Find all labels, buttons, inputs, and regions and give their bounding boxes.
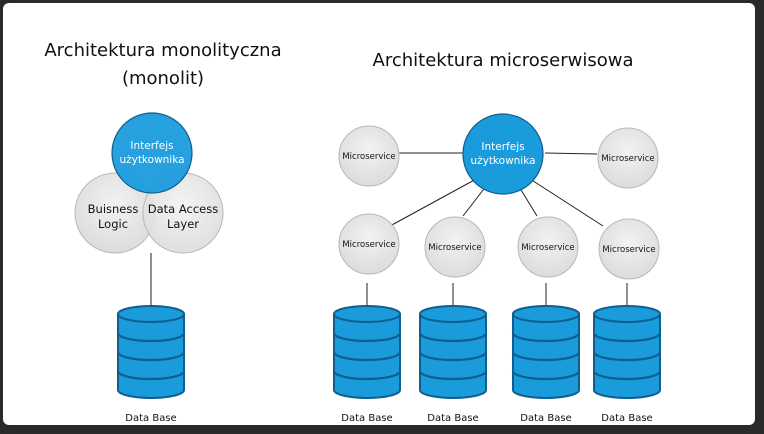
microservice-right-node: Microservice bbox=[597, 127, 659, 189]
ui-to-service-1-line bbox=[389, 177, 479, 227]
microservice-1-database-icon-top bbox=[333, 305, 401, 323]
microservice-4-database-icon: Data Base bbox=[592, 305, 662, 424]
microservice-3-database-icon-top bbox=[512, 305, 580, 323]
microservice-right-circle bbox=[597, 127, 659, 189]
microservice-3-database-icon-label: Data Base bbox=[520, 413, 571, 424]
monolith-ui-circle bbox=[111, 112, 193, 194]
microservice-4-database-icon-band-2 bbox=[592, 351, 662, 362]
microservice-left-circle bbox=[338, 125, 400, 187]
microservice-1-database-icon-band-3 bbox=[332, 370, 402, 381]
diagram-canvas: Architektura monolityczna (monolit) Arch… bbox=[3, 3, 755, 425]
microservice-4-node: Microservice bbox=[598, 218, 660, 280]
monolith-database-icon-band-3 bbox=[116, 370, 186, 381]
business-logic-label-2: Logic bbox=[98, 217, 128, 231]
monolith-ui-label-1: Interfejs bbox=[130, 140, 173, 152]
monolith-group: Interfejs użytkownika Buisness Logic Dat… bbox=[74, 112, 224, 424]
microservice-2-label: Microservice bbox=[428, 243, 481, 253]
data-access-label-1: Data Access bbox=[148, 202, 218, 216]
data-access-label-2: Layer bbox=[167, 217, 199, 231]
microservice-1-database-icon-band-1 bbox=[332, 332, 402, 343]
microservice-4-database-icon-body bbox=[593, 313, 661, 399]
monolith-database-icon-top bbox=[117, 305, 185, 323]
microservice-2-database-icon-band-1 bbox=[418, 332, 488, 343]
microservice-3-label: Microservice bbox=[521, 243, 574, 253]
microservice-4-database-icon-top bbox=[593, 305, 661, 323]
microservice-1-database-icon-band-2 bbox=[332, 351, 402, 362]
microservices-ui-label-2: użytkownika bbox=[470, 155, 535, 167]
monolith-database-icon-band-2 bbox=[116, 351, 186, 362]
microservice-3-database-icon-band-1 bbox=[511, 332, 581, 343]
ui-to-right-service-line bbox=[544, 152, 598, 155]
microservice-3-node: Microservice bbox=[517, 216, 579, 278]
microservice-2-database-icon-label: Data Base bbox=[427, 413, 478, 424]
microservice-1-database-icon-label: Data Base bbox=[341, 413, 392, 424]
microservice-2-node: Microservice bbox=[424, 216, 486, 278]
microservice-3-database-icon-body bbox=[512, 313, 580, 399]
microservice-1-circle bbox=[338, 213, 400, 275]
monolith-db-label: Data Base bbox=[125, 413, 176, 424]
ui-to-service-2-line bbox=[462, 184, 488, 217]
microservice-1-database-icon: Data Base bbox=[332, 305, 402, 424]
monolith-title: Architektura monolityczna (monolit) bbox=[13, 37, 313, 93]
ui-to-service-4-line bbox=[526, 176, 604, 227]
microservice-4-database-icon-label: Data Base bbox=[601, 413, 652, 424]
microservices-title: Architektura microserwisowa bbox=[372, 50, 634, 71]
microservice-2-database-icon-body bbox=[419, 313, 487, 399]
microservice-left-node: Microservice bbox=[338, 125, 400, 187]
microservice-4-database-icon-band-3 bbox=[592, 370, 662, 381]
database-icons: Data Base Data Base Data Base Data Base bbox=[116, 305, 662, 424]
microservice-3-database-icon: Data Base bbox=[511, 305, 581, 424]
microservice-2-database-icon-band-2 bbox=[418, 351, 488, 362]
microservices-ui-label-1: Interfejs bbox=[481, 141, 524, 153]
monolith-title-line-1: Architektura monolityczna bbox=[44, 40, 282, 61]
monolith-database-icon-body bbox=[117, 313, 185, 399]
monolith-title-line-2: (monolit) bbox=[121, 68, 205, 89]
business-logic-label-1: Buisness bbox=[88, 202, 139, 216]
monolith-database-icon bbox=[116, 305, 186, 399]
microservice-1-node: Microservice bbox=[338, 213, 400, 275]
microservices-ui-circle bbox=[462, 113, 544, 195]
microservice-left-label: Microservice bbox=[342, 152, 395, 162]
microservice-1-database-icon-body bbox=[333, 313, 401, 399]
microservice-1-label: Microservice bbox=[342, 240, 395, 250]
microservice-2-database-icon-band-3 bbox=[418, 370, 488, 381]
microservice-2-database-icon: Data Base bbox=[418, 305, 488, 424]
microservice-4-database-icon-band-1 bbox=[592, 332, 662, 343]
architecture-diagram: Interfejs użytkownika Buisness Logic Dat… bbox=[74, 112, 662, 424]
monolith-ui-label-2: użytkownika bbox=[119, 154, 184, 166]
microservice-4-label: Microservice bbox=[602, 245, 655, 255]
microservice-2-database-icon-top bbox=[419, 305, 487, 323]
monolith-database-icon-band-1 bbox=[116, 332, 186, 343]
microservice-3-database-icon-band-3 bbox=[511, 370, 581, 381]
microservice-3-database-icon-band-2 bbox=[511, 351, 581, 362]
microservice-right-label: Microservice bbox=[601, 154, 654, 164]
microservice-2-circle bbox=[424, 216, 486, 278]
microservice-4-circle bbox=[598, 218, 660, 280]
microservice-3-circle bbox=[517, 216, 579, 278]
microservices-ui-group: Interfejs użytkownika bbox=[462, 113, 544, 195]
